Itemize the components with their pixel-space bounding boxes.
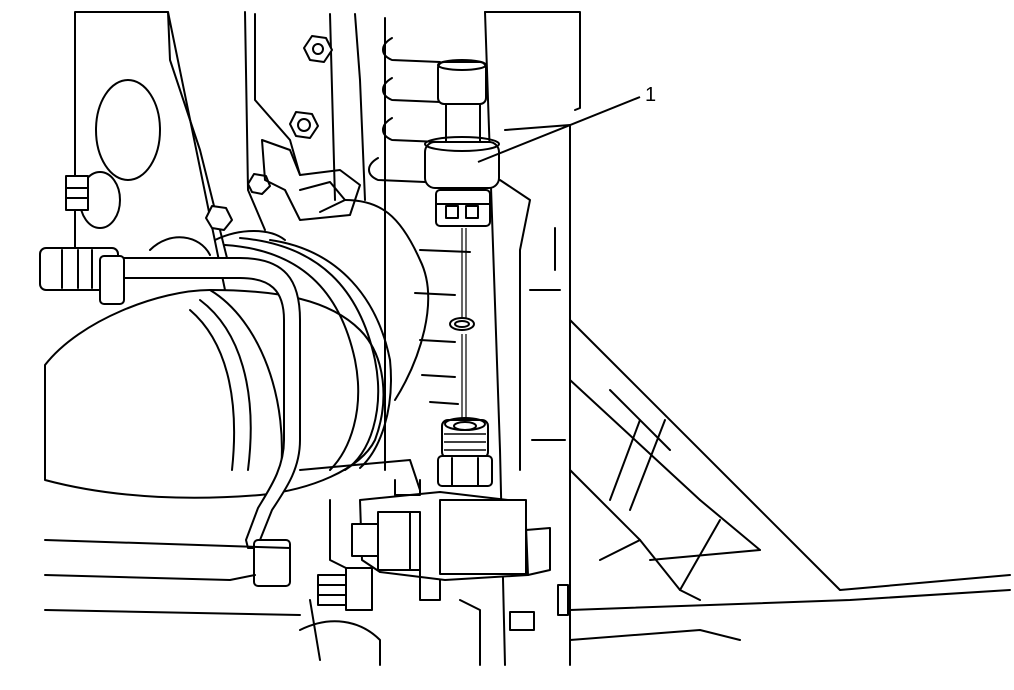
- threaded-valve-fitting: [437, 417, 493, 487]
- o-ring-seal: [449, 317, 475, 331]
- bolt: [65, 175, 89, 211]
- fan-shroud: [569, 319, 1011, 641]
- assembly-centerline: [461, 228, 467, 418]
- callout-label: 1: [645, 84, 656, 106]
- connector-bolt: [317, 567, 373, 611]
- pressure-sensor: [424, 59, 500, 227]
- intake-duct: [44, 199, 430, 499]
- bolt: [303, 35, 333, 63]
- bracket: [261, 139, 361, 221]
- electrical-connector: [351, 479, 551, 601]
- bolt: [205, 205, 233, 231]
- lower-frame: [44, 459, 481, 666]
- ac-line: [39, 247, 301, 587]
- bolt-group: [65, 35, 333, 231]
- mount-tab: [509, 611, 535, 631]
- callout-1: 1: [477, 84, 656, 163]
- callout-leader-line: [477, 96, 641, 163]
- bolt: [247, 173, 271, 195]
- mount-tab: [557, 584, 569, 616]
- engine-block: [74, 11, 366, 291]
- bolt: [289, 111, 319, 139]
